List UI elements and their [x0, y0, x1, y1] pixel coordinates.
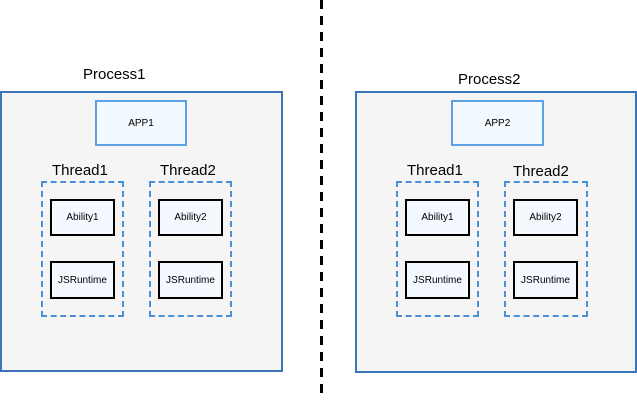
- process-1-title: Process1: [83, 66, 146, 83]
- process-1-thread-2-ability: Ability2: [158, 199, 223, 236]
- process-2-thread-1-box: [396, 181, 479, 317]
- process-2-thread-2-ability: Ability2: [513, 199, 578, 236]
- process-2-title: Process2: [458, 71, 521, 88]
- process-2-thread-2-box: [504, 181, 588, 317]
- process-1-thread-1-box: [41, 181, 124, 317]
- process-2-thread-2-runtime: JSRuntime: [513, 261, 578, 299]
- process-2-thread-1-runtime: JSRuntime: [405, 261, 470, 299]
- ability-label: Ability1: [421, 212, 454, 223]
- process-1-thread-2-box: [149, 181, 232, 317]
- runtime-label: JSRuntime: [166, 274, 215, 286]
- ability-label: Ability2: [174, 212, 207, 223]
- ability-label: Ability1: [66, 212, 99, 223]
- process-1-thread-1-runtime: JSRuntime: [50, 261, 115, 299]
- process-2-thread-1-title: Thread1: [407, 162, 463, 179]
- process-2-thread-2-title: Thread2: [513, 163, 569, 180]
- process-divider: [320, 0, 323, 400]
- process-1-thread-1-title: Thread1: [52, 162, 108, 179]
- process-1-thread-2-runtime: JSRuntime: [158, 261, 223, 299]
- ability-label: Ability2: [529, 212, 562, 223]
- runtime-label: JSRuntime: [58, 274, 107, 286]
- runtime-label: JSRuntime: [521, 274, 570, 286]
- process-1-app-label: APP1: [128, 117, 154, 129]
- process-1-app-box: APP1: [95, 100, 187, 146]
- process-1-thread-2-title: Thread2: [160, 162, 216, 179]
- process-2-thread-1-ability: Ability1: [405, 199, 470, 236]
- process-2-app-label: APP2: [484, 117, 511, 129]
- runtime-label: JSRuntime: [413, 274, 462, 286]
- process-2-app-box: APP2: [451, 100, 544, 146]
- process-1-thread-1-ability: Ability1: [50, 199, 115, 236]
